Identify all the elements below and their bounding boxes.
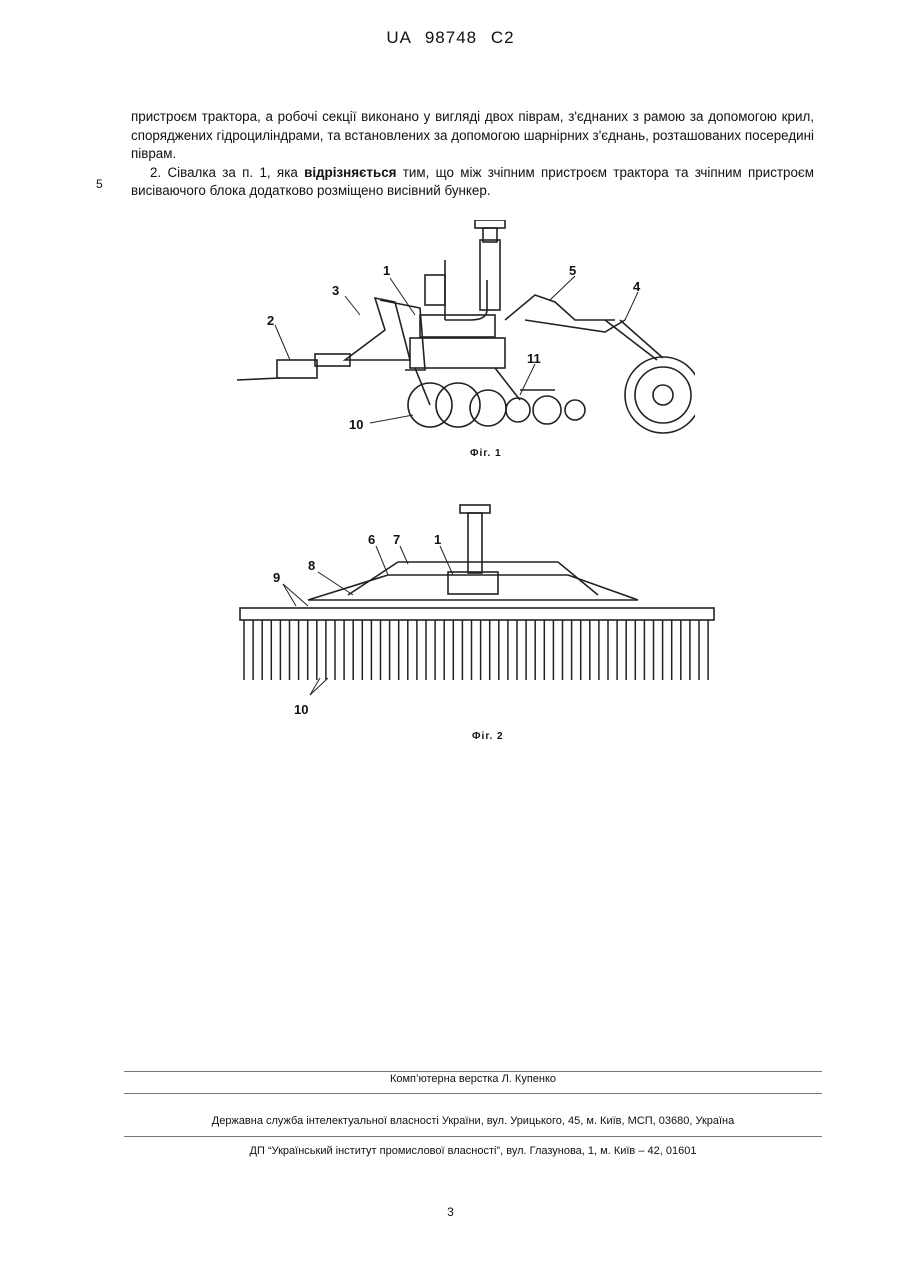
fig1-label-4: 4 <box>633 279 641 294</box>
fig2-label-1: 1 <box>434 532 441 547</box>
footer-rule-1 <box>124 1071 822 1072</box>
fig1-label-5: 5 <box>569 263 576 278</box>
fig2-label-7: 7 <box>393 532 400 547</box>
claim-continuation: пристроєм трактора, а робочі секції вико… <box>131 108 814 164</box>
agency-address: Державна служба інтелектуальної власност… <box>124 1115 822 1127</box>
typesetting-credit: Комп’ютерна верстка Л. Купенко <box>124 1073 822 1085</box>
fig1-label-1: 1 <box>383 263 390 278</box>
claim-2-keyword: відрізняється <box>304 165 396 180</box>
figure-2-drawing: 8 6 7 1 9 10 <box>238 500 718 725</box>
fig2-label-8: 8 <box>308 558 315 573</box>
country-code: UA <box>386 28 411 47</box>
kind-code: C2 <box>491 28 515 47</box>
institute-address: ДП “Український інститут промислової вла… <box>124 1145 822 1157</box>
fig2-label-9: 9 <box>273 570 280 585</box>
fig2-label-10: 10 <box>294 702 308 717</box>
claims-text: пристроєм трактора, а робочі секції вико… <box>131 108 814 201</box>
figure-1-caption: Фіг. 1 <box>470 448 502 459</box>
fig1-label-10: 10 <box>349 417 363 432</box>
fig1-label-11: 11 <box>527 351 541 366</box>
figure-1-drawing: 1 3 2 5 4 11 10 <box>225 220 695 440</box>
footer-rule-2 <box>124 1093 822 1094</box>
fig1-label-3: 3 <box>332 283 339 298</box>
patent-number: 98748 <box>425 28 477 47</box>
figure-2-caption: Фіг. 2 <box>472 731 504 742</box>
fig2-label-6: 6 <box>368 532 375 547</box>
line-number: 5 <box>96 177 103 191</box>
fig1-label-2: 2 <box>267 313 274 328</box>
claim-2: 2. Сівалка за п. 1, яка відрізняється ти… <box>131 164 814 201</box>
page-number: 3 <box>0 1205 901 1219</box>
footer-rule-3 <box>124 1136 822 1137</box>
document-header: UA 98748 C2 <box>0 28 901 48</box>
